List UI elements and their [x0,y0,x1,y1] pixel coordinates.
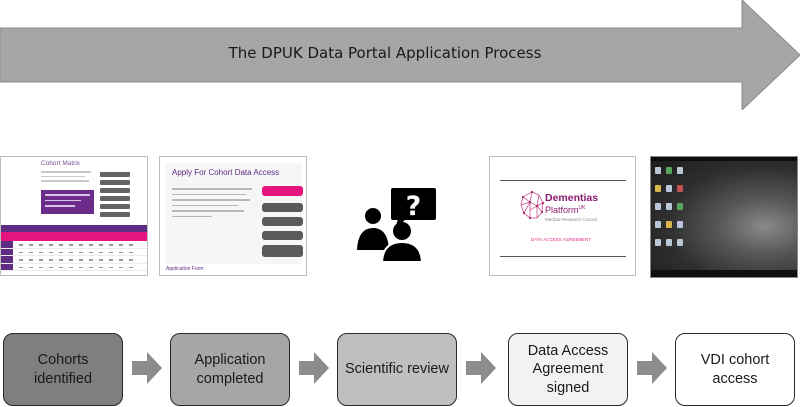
cohort-intro-text [41,171,91,185]
chevron-right-arrow-icon [637,352,667,384]
application-form-screenshot: Apply For Cohort Data Access Application… [159,156,307,276]
application-intro-text [172,188,252,221]
daa-brand-line1: Dementias [545,192,599,204]
cohort-table-band [1,225,147,232]
step-label: Data Access Agreement signed [527,342,609,396]
step-scientific-review: Scientific review [337,333,457,406]
cohort-table-header [1,232,147,241]
step-label: Cohorts identified [33,352,93,387]
banner-title: The DPUK Data Portal Application Process [228,44,542,62]
step-application-completed: Application completed [170,333,290,406]
step-vdi-cohort-access: VDI cohort access [675,333,795,406]
brain-network-icon [520,190,545,220]
people-question-icon: ? [357,188,436,263]
daa-brand-name: Platform [545,205,579,215]
application-footer: Application Form [166,266,204,272]
step-data-access-agreement: Data Access Agreement signed [508,333,628,406]
cohort-action-buttons [100,172,130,220]
daa-brand-sub: Medical Research Council [545,217,598,222]
cohort-matrix-title: Cohort Matrix [41,160,81,167]
daa-brand-suffix: UK [578,205,586,211]
cohort-matrix-screenshot: Cohort Matrix [0,156,148,276]
chevron-right-arrow-icon [466,352,496,384]
chevron-right-arrow-icon [132,352,162,384]
vdi-title-bar [651,157,797,161]
cohort-info-panel [41,190,94,214]
svg-text:?: ? [406,191,422,222]
daa-top-rule [500,180,626,181]
vdi-taskbar [651,270,797,277]
daa-brand-line2: PlatformUK [545,205,585,215]
chevron-right-arrow-icon [299,352,329,384]
cohort-table-rows [1,241,147,271]
data-access-agreement-screenshot: Dementias PlatformUK Medical Research Co… [489,156,636,276]
application-secondary-buttons [262,203,303,262]
daa-bottom-rule [500,256,626,257]
step-label: Application completed [194,352,266,387]
vdi-desktop-screenshot [650,156,798,278]
step-label: Scientific review [345,361,449,378]
step-cohorts-identified: Cohorts identified [3,333,123,406]
step-label: VDI cohort access [700,352,770,387]
vdi-desktop-icons [653,165,693,255]
application-primary-button [262,186,303,196]
process-banner-arrow [0,0,800,110]
daa-label: DATA ACCESS AGREEMENT [531,237,592,242]
application-title: Apply For Cohort Data Access [172,168,280,177]
